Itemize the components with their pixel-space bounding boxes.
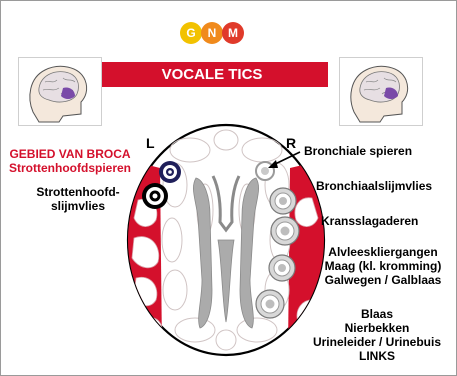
label-urineleider: Urineleider / Urinebuis [302,335,452,349]
target-strottenhoofdspieren-icon [159,161,181,183]
label-strottenhoofdspieren: Strottenhoofdspieren [4,161,136,175]
label-kransslagaderen: Kransslagaderen [321,214,418,228]
label-galwegen: Galwegen / Galblaas [315,273,451,287]
side-label-right: R [286,135,296,151]
label-maag: Maag (kl. kromming) [315,259,451,273]
relay-bronchiaalslijmvlies-icon [270,188,296,214]
label-alvleeskliergangen: Alvleeskliergangen [315,245,451,259]
side-label-left: L [146,135,155,151]
relay-bronchiale-spieren-icon [256,162,274,180]
label-blaas: Blaas [302,307,452,321]
label-bronchiaalslijmvlies: Bronchiaalslijmvlies [316,179,432,193]
label-bronchiale-spieren: Bronchiale spieren [304,144,412,158]
relay-alvleeskliergangen-icon [269,255,295,281]
relay-blaas-icon [256,290,284,318]
label-strottenhoofd-slijmvlies-2: slijmvlies [20,199,136,213]
label-nierbekken: Nierbekken [302,321,452,335]
relay-kransslagaderen-icon [271,217,299,245]
label-broca-area: GEBIED VAN BROCA [4,147,136,161]
label-links: LINKS [302,349,452,363]
target-strottenhoofdslijmvlies-icon [142,183,168,209]
label-strottenhoofd-slijmvlies-1: Strottenhoofd- [20,185,136,199]
